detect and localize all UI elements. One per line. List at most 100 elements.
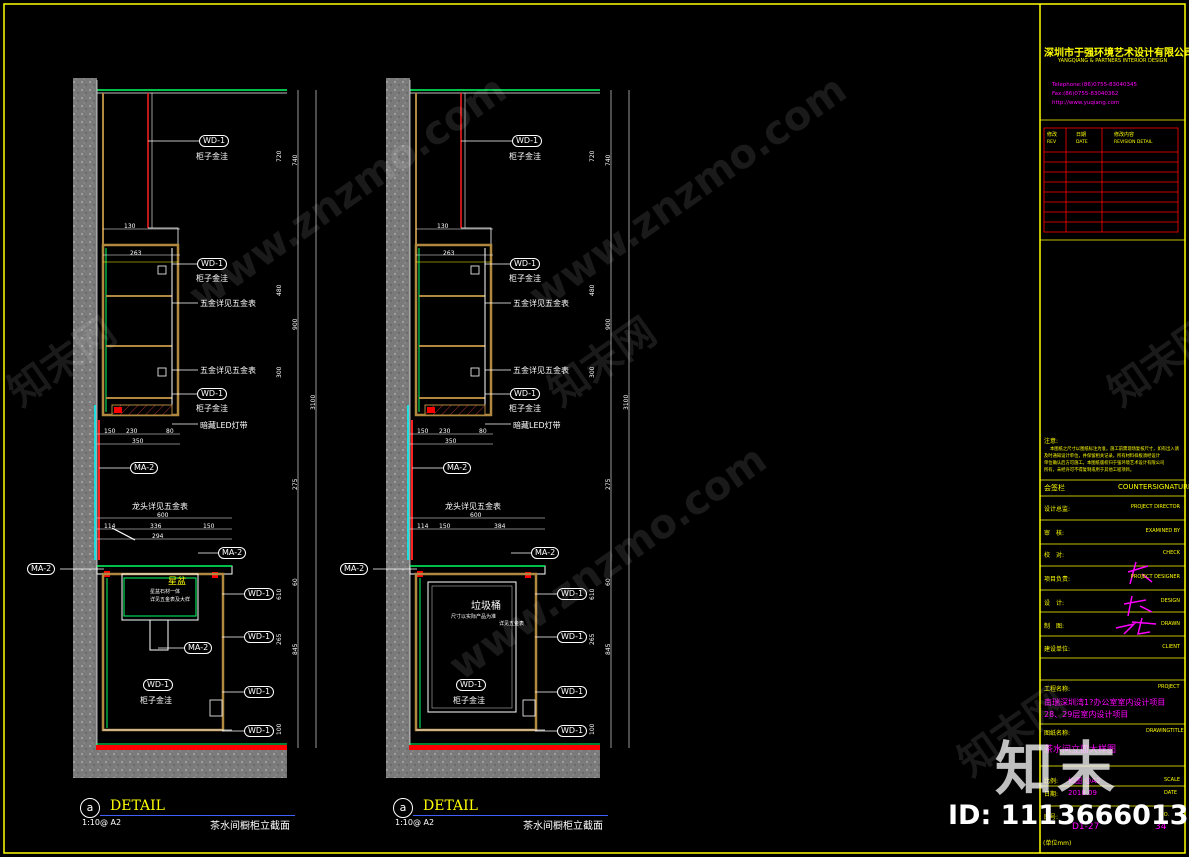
dim: 130 [437,223,449,230]
dim-v: 845 [605,643,612,655]
material-label: 柜子金洼 [140,696,172,705]
rev-header-rev: 修改 [1047,132,1058,138]
dim-v: 480 [276,284,283,296]
faucet-label: 龙头详见五金表 [445,502,501,511]
rev-header-rev-en: REV [1047,140,1057,145]
hardware-label: 五金详见五金表 [513,299,569,308]
detail-scale: 1:10@ A2 [82,818,122,827]
rev-header-date: 日期 [1076,132,1087,138]
sign-row-label-en: PROJECT DIRECTOR [1130,504,1180,510]
material-label: 柜子金洼 [509,274,541,283]
company-name-en: YANGQIANG & PARTNERS INTERIOR DESIGN [1058,58,1168,64]
tag-wd1: WD-1 [456,679,487,691]
sink-note: 详见五金表及大样 [150,597,191,603]
rev-header-date-en: DATE [1076,140,1088,145]
sign-row-label-en: CHECK [1162,550,1180,556]
dim: 150 [203,523,215,530]
dim: 114 [104,523,116,530]
dim: 336 [150,523,162,530]
dim: 350 [445,438,457,445]
hardware-label: 五金详见五金表 [200,299,256,308]
scale-label: 比例: [1044,778,1059,785]
sink-note: 星盆石材一体 [150,589,181,595]
rev-header-detail-en: REVISION DETAIL [1114,140,1153,145]
dim-v: 3100 [310,394,317,410]
drawing-no-value: D1-27 [1072,822,1100,832]
sign-row-label: 建设单位: [1044,646,1071,653]
detail-underline [413,815,608,816]
tag-wd1: WD-1 [197,258,228,270]
dim: 600 [157,512,169,519]
date-value: 2018.09 [1068,789,1097,797]
dim: 350 [132,438,144,445]
project-label-en: PROJECT [1158,684,1180,690]
material-label: 柜子金洼 [196,404,228,413]
company-name-cn: 深圳市于强环境艺术设计有限公司 [1044,48,1189,59]
image-id: ID: 1113666013 [948,800,1189,831]
notes-line: 单位确认后方可施工。本图纸版权归于强环境艺术设计有限公司 [1044,461,1165,466]
dim: 230 [439,428,451,435]
detail-symbol: a [80,798,100,818]
dim-v: 610 [276,588,283,600]
trash-label: 垃圾桶 [471,601,501,612]
page-value: 34 [1155,822,1167,832]
title-block-rules [1040,119,1185,807]
tag-wd1: WD-1 [510,258,541,270]
sign-row-label-en: CLIENT [1162,644,1180,650]
tag-wd1: WD-1 [244,686,275,698]
dim: 230 [126,428,138,435]
dim-v: 720 [589,150,596,162]
material-label: 柜子金洼 [196,274,228,283]
countersign-en: COUNTERSIGNATURE [1118,483,1189,491]
dim-v: 60 [292,578,299,586]
fax: Fax:(86)0755-83040362 [1052,91,1119,97]
drawing-no-en: NO. [1160,812,1170,818]
tag-wd1: WD-1 [197,388,228,400]
material-label: 柜子金洼 [196,152,228,161]
tag-wd1: WD-1 [512,135,543,147]
dim-v: 265 [589,633,596,645]
date-label-en: DATE [1164,790,1178,796]
dim-v: 60 [605,578,612,586]
dim-v: 845 [292,643,299,655]
dim-v: 275 [292,478,299,490]
scale-value: 如图 @A2 [1068,777,1101,785]
tag-wd1: WD-1 [557,725,588,737]
dim-v: 100 [589,723,596,735]
dim-v: 720 [276,150,283,162]
tag-ma2: MA-2 [443,462,472,474]
dim: 150 [439,523,451,530]
signature [1115,561,1157,635]
tag-wd1: WD-1 [244,725,275,737]
sign-row-label-en: DESIGN [1160,598,1180,604]
drawing-no-label: 图号: [1044,814,1059,821]
sign-row-label: 设 计: [1044,600,1065,607]
tag-ma2: MA-2 [340,563,369,575]
sink-body [111,527,199,651]
tag-ma2: MA-2 [218,547,247,559]
notes-line: 及时通知设计单位，并保留相关记录，所有材料样板须经设计 [1044,454,1161,459]
trash-note: 详见五金表 [499,621,525,627]
sink-label: 星盆 [168,577,187,587]
led-label: 暗藏LED灯带 [200,421,248,430]
detail-word: DETAIL [110,798,165,814]
dim: 384 [494,523,506,530]
website: http://www.yuqiang.com [1052,100,1120,106]
dim-v: 265 [276,633,283,645]
project-name-line1: 南瑞深圳湾1?办公室室内设计项目 [1044,698,1166,707]
material-label: 柜子金洼 [509,404,541,413]
dim-v: 900 [605,318,612,330]
dim-v: 610 [589,588,596,600]
dim: 263 [443,250,455,257]
tag-ma2: MA-2 [531,547,560,559]
unit-note: (单位mm) [1043,840,1072,847]
dim: 80 [479,428,487,435]
drawing-title-label-en: DRAWINGTITLE [1146,728,1184,734]
tag-wd1: WD-1 [199,135,230,147]
dim-v: 740 [292,154,299,166]
trash-bin-body [427,581,517,713]
dim: 600 [470,512,482,519]
tag-wd1: WD-1 [557,686,588,698]
tag-wd1: WD-1 [510,388,541,400]
